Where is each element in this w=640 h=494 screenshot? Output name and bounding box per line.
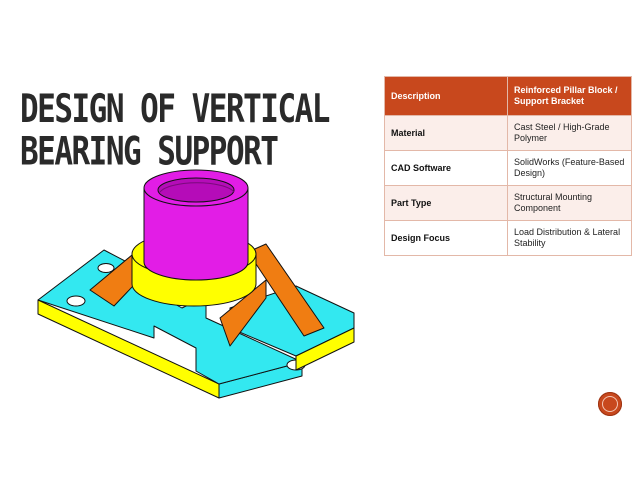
support-rib-right <box>247 243 325 337</box>
slide-title-line-1: DESIGN OF VERTICAL <box>20 86 330 132</box>
table-row: Part Type Structural Mounting Component <box>384 185 632 221</box>
next-slide-button[interactable] <box>598 392 622 416</box>
next-slide-button-icon <box>602 396 618 412</box>
bearing-support-render <box>37 169 355 399</box>
spec-label: Material <box>384 115 508 151</box>
table-row: Description Reinforced Pillar Block / Su… <box>384 76 632 116</box>
spec-label: Part Type <box>384 185 508 221</box>
slide-title-line-2: BEARING SUPPORT <box>20 129 279 175</box>
table-row: Material Cast Steel / High-Grade Polymer <box>384 115 632 151</box>
spec-value: Cast Steel / High-Grade Polymer <box>507 115 632 151</box>
spec-label: Design Focus <box>384 220 508 256</box>
spec-value: Structural Mounting Component <box>507 185 632 221</box>
base-plate-right-side <box>295 327 355 371</box>
mounting-hole <box>66 295 86 307</box>
bearing-bore <box>157 177 235 203</box>
table-row: Design Focus Load Distribution & Lateral… <box>384 220 632 256</box>
spec-table: Description Reinforced Pillar Block / Su… <box>384 76 632 256</box>
bearing-sleeve <box>143 187 249 281</box>
spec-value: SolidWorks (Feature-Based Design) <box>507 150 632 186</box>
spec-label: CAD Software <box>384 150 508 186</box>
table-row: CAD Software SolidWorks (Feature-Based D… <box>384 150 632 186</box>
mounting-hole <box>97 263 115 273</box>
bearing-bore-inner <box>159 182 235 193</box>
spec-label: Description <box>384 76 508 116</box>
slide-title: DESIGN OF VERTICAL BEARING SUPPORT <box>20 86 330 175</box>
spec-value: Load Distribution & Lateral Stability <box>507 220 632 256</box>
spec-value: Reinforced Pillar Block / Support Bracke… <box>507 76 632 116</box>
